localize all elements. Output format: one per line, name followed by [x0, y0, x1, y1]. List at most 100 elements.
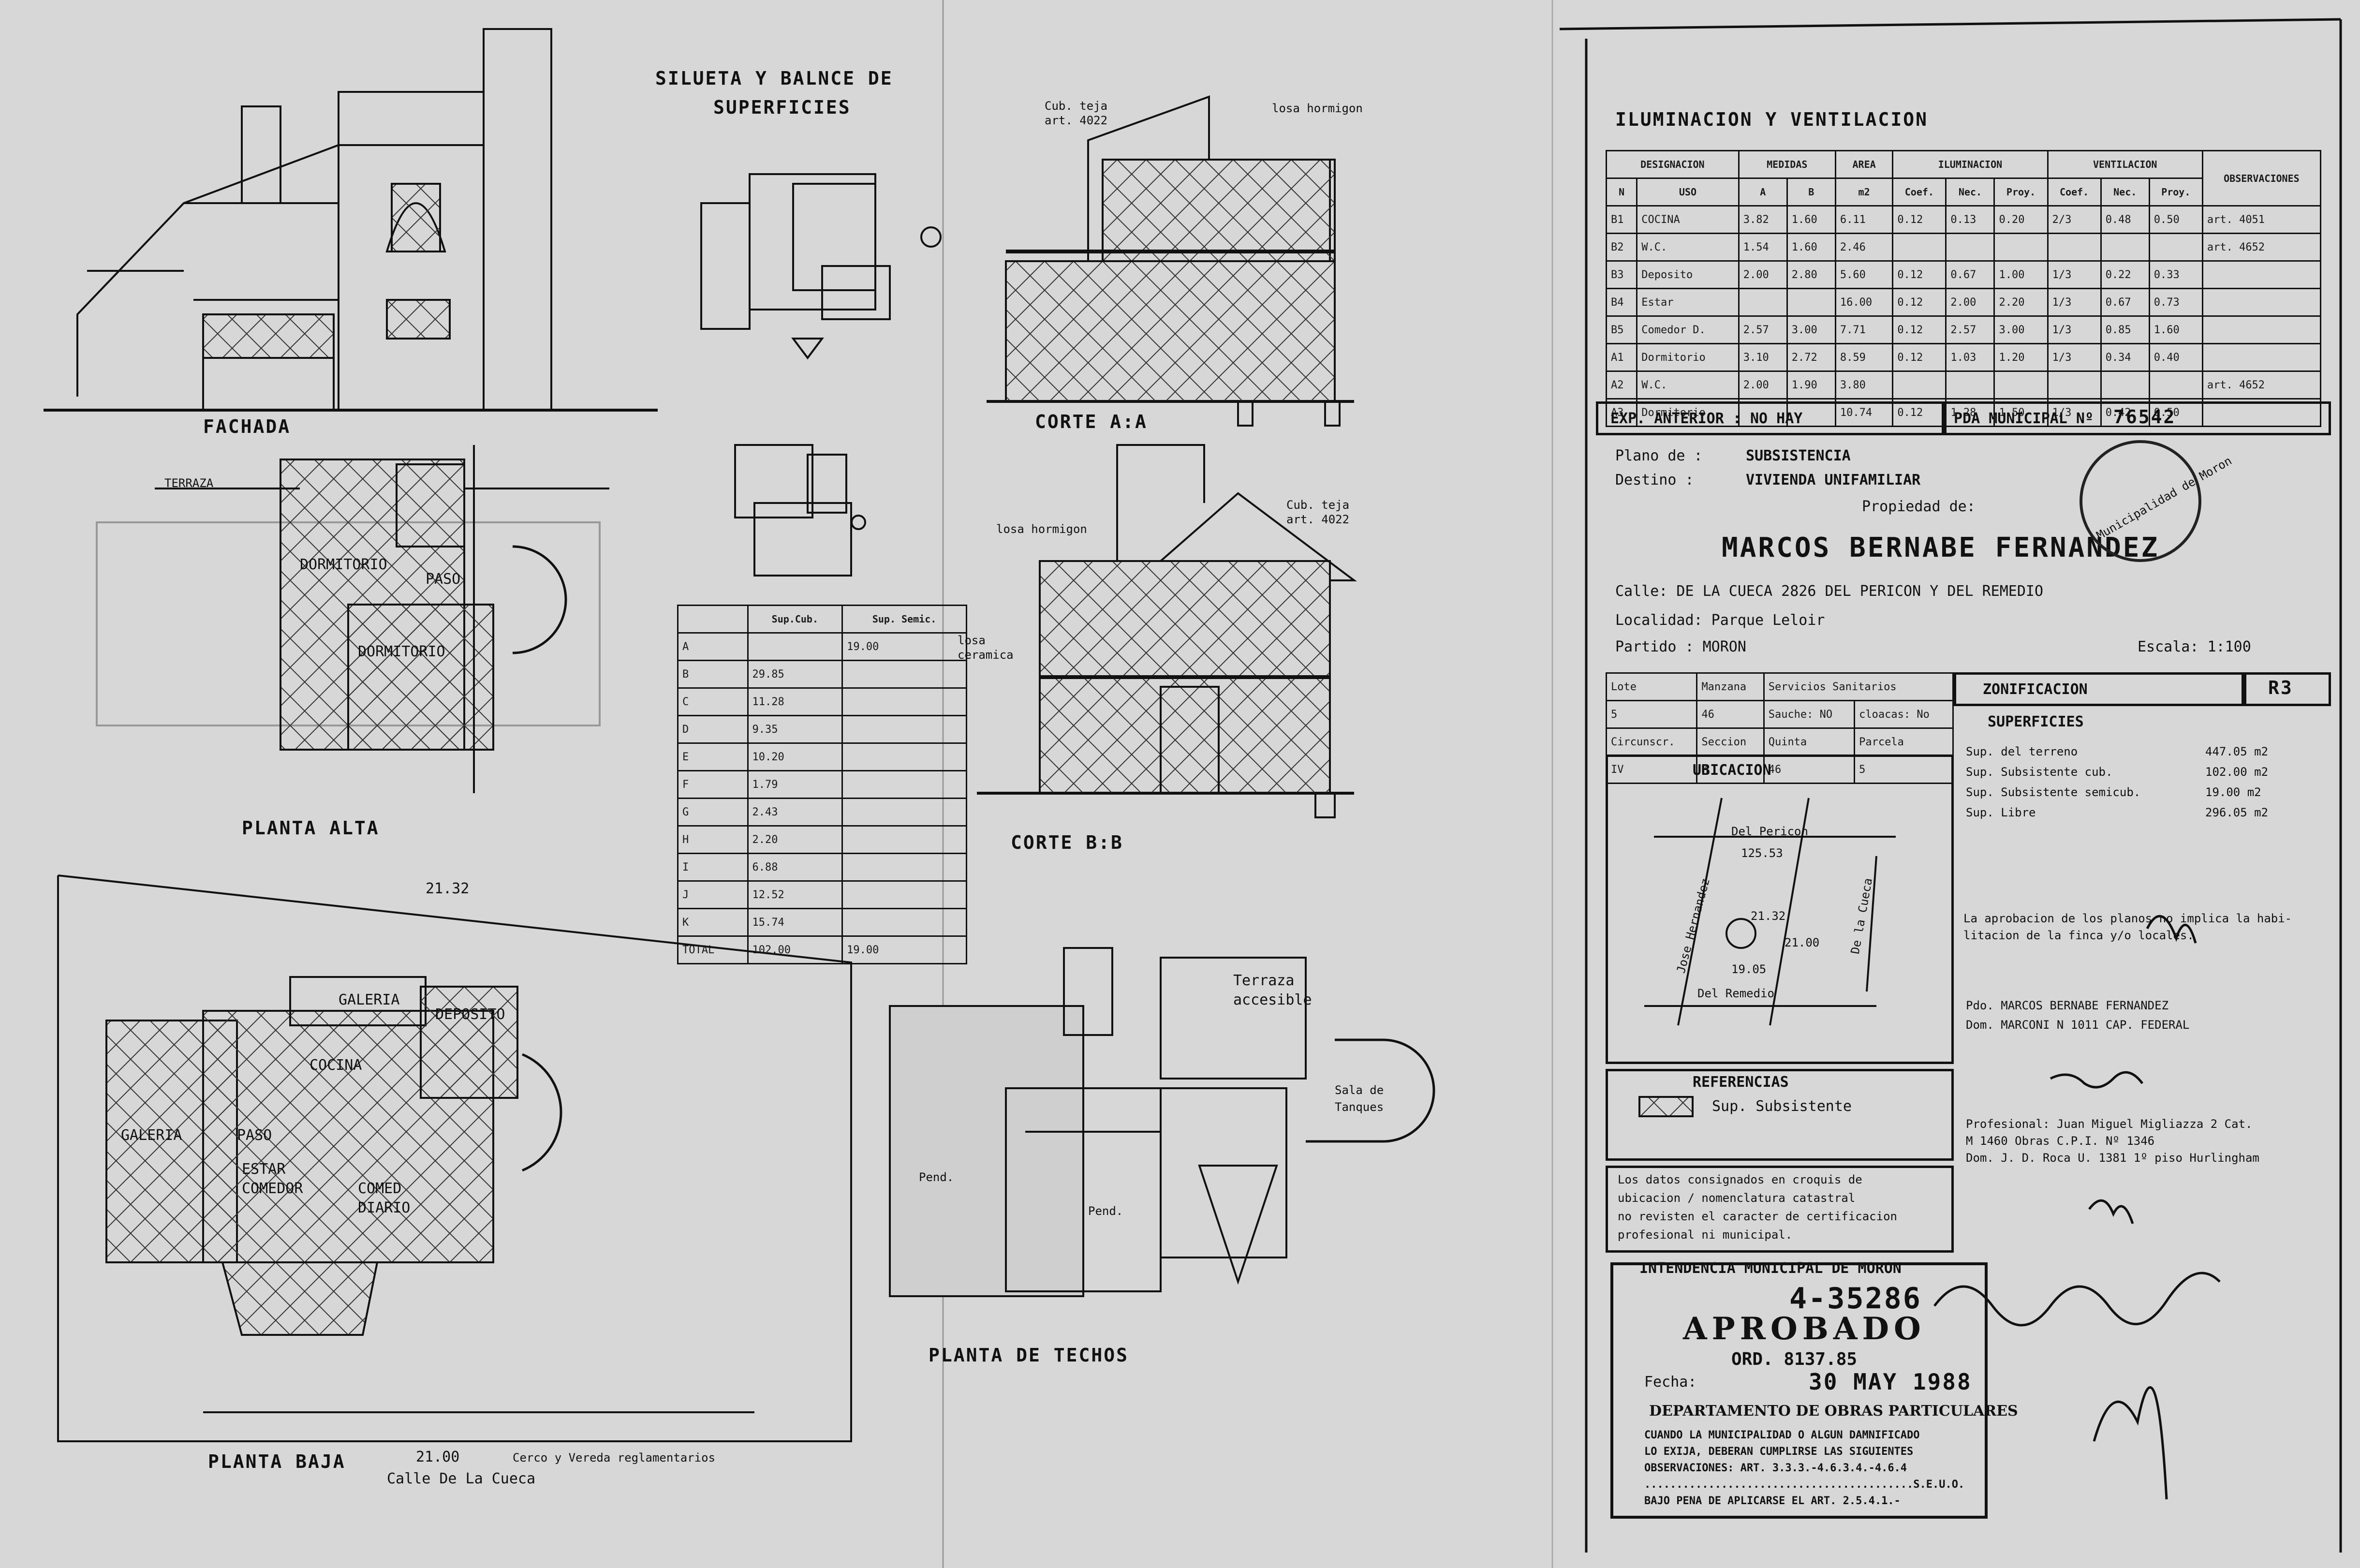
ilum-cell: 0.12: [1892, 315, 1947, 344]
ilum-cell: 2.46: [1834, 233, 1894, 262]
balance-cell: TOTAL: [677, 935, 749, 964]
nomen-cell: Sauche: NO: [1763, 700, 1856, 729]
propietario-domicilio: Dom. MARCONI N 1011 CAP. FEDERAL: [1966, 1018, 2190, 1032]
balance-cell: C: [677, 687, 749, 716]
ilum-cell: 2.00: [1738, 260, 1788, 289]
balance-cell: J: [677, 880, 749, 909]
balance-row: A 19.00: [677, 632, 967, 661]
ilum-group-header: DESIGNACION: [1606, 150, 1740, 179]
dim-2100: 21.00: [1785, 936, 1820, 949]
cub-teja-aa-2: art. 4022: [1045, 114, 1108, 127]
datos-note-line: Los datos consignados en croquis de: [1618, 1173, 1862, 1186]
balance-cell: [841, 660, 967, 689]
ilum-cell: Estar: [1636, 288, 1740, 317]
partido: Partido : MORON: [1615, 638, 1746, 655]
sala-tanques-1: Sala de: [1335, 1083, 1384, 1097]
ilum-cell: [1738, 288, 1788, 317]
ilum-cell: [2201, 343, 2322, 372]
balance-cell: [841, 715, 967, 744]
ilum-cell: Dormitorio: [1636, 398, 1740, 427]
ilum-cell: 1.54: [1738, 233, 1788, 262]
corte-aa-label: CORTE A:A: [1035, 411, 1148, 432]
balance-cell: 19.00: [841, 935, 967, 964]
nomen-cell: cloacas: No: [1854, 700, 1954, 729]
ilum-cell: art. 4051: [2201, 205, 2322, 234]
datos-note-line: no revisten el caracter de certificacion: [1618, 1210, 1897, 1223]
nomen-cell: Lote: [1605, 672, 1698, 701]
ilum-sub-header: USO: [1636, 178, 1740, 207]
ilum-group-header: AREA: [1834, 150, 1894, 179]
ilum-cell: 1.00: [1993, 260, 2049, 289]
ubicacion-box: [1606, 754, 1954, 1064]
ilum-cell: 1.20: [1993, 343, 2049, 372]
ilum-sub-header: Coef.: [2047, 178, 2102, 207]
nomen-cell: 46: [1696, 700, 1765, 729]
ilum-cell: 2.80: [1786, 260, 1836, 289]
balance-cell: 10.20: [747, 742, 843, 771]
aprobado-texto-line: LO EXIJA, DEBERAN CUMPLIRSE LAS SIGUIENT…: [1644, 1446, 1914, 1458]
zonificacion-value-box: [2244, 672, 2331, 706]
ilum-cell: 0.50: [2148, 205, 2203, 234]
nomen-cell: Quinta: [1763, 727, 1856, 756]
destino-label: Destino :: [1615, 472, 1694, 488]
referencias-title: REFERENCIAS: [1693, 1074, 1789, 1091]
dim-1905: 19.05: [1731, 962, 1767, 976]
balance-cell: [841, 825, 967, 854]
datos-note-line: profesional ni municipal.: [1618, 1228, 1793, 1242]
superficie-value: 102.00 m2: [2205, 765, 2269, 779]
escala: Escala: 1:100: [2138, 638, 2251, 655]
ilum-cell: [1892, 233, 1947, 262]
cerco-label: Cerco y Vereda reglamentarios: [513, 1451, 716, 1464]
exp-anterior: EXP. ANTERIOR : NO HAY: [1610, 410, 1803, 427]
balance-cell: B: [677, 660, 749, 689]
room-paso-baja: PASO: [237, 1127, 272, 1144]
ilum-group-header: ILUMINACION: [1892, 150, 2049, 179]
calle-label: Calle De La Cueca: [387, 1470, 536, 1487]
plano-de: SUBSISTENCIA: [1746, 447, 1851, 464]
ilum-cell: 0.73: [2148, 288, 2203, 317]
silueta-top: [700, 173, 942, 360]
referencias-box: [1606, 1069, 1954, 1161]
ilum-sub-header: Proy.: [1993, 178, 2049, 207]
corte-bb-label: CORTE B:B: [1011, 832, 1123, 853]
balance-cell: G: [677, 798, 749, 827]
ilum-cell: 3.80: [1834, 370, 1894, 399]
aprobado-texto-line: BAJO PENA DE APLICARSE EL ART. 2.5.4.1.-: [1644, 1495, 1901, 1507]
nomen-cell: Manzana: [1696, 672, 1765, 701]
balance-cell: 2.43: [747, 798, 843, 827]
nomen-cell: Circunscr.: [1605, 727, 1698, 756]
superficie-label: Sup. Subsistente semicub.: [1966, 785, 2141, 799]
planta-techos-drawing: [889, 947, 1435, 1297]
sala-tanques-2: Tanques: [1335, 1100, 1384, 1114]
fachada-label: FACHADA: [203, 416, 291, 437]
zonificacion-value: R3: [2268, 677, 2293, 698]
nomen-cell: Servicios Sanitarios: [1763, 672, 1954, 701]
balance-header: [677, 605, 749, 634]
ilum-cell: A1: [1605, 343, 1638, 372]
ilum-cell: W.C.: [1636, 233, 1740, 262]
ilum-sub-header: Coef.: [1892, 178, 1947, 207]
ilum-cell: 0.34: [2100, 343, 2150, 372]
fachada-drawing: [44, 28, 658, 412]
balance-cell: 19.00: [841, 632, 967, 661]
ilum-cell: Comedor D.: [1636, 315, 1740, 344]
ilum-cell: 0.33: [2148, 260, 2203, 289]
silueta-bottom: [734, 444, 866, 577]
balance-cell: A: [677, 632, 749, 661]
cub-teja-bb-1: Cub. teja: [1286, 498, 1350, 512]
ilum-cell: 2.00: [1738, 370, 1788, 399]
ilum-group-header: VENTILACION: [2047, 150, 2203, 179]
balance-cell: 6.88: [747, 853, 843, 882]
ilum-cell: 2.20: [1993, 288, 2049, 317]
balance-cell: [841, 853, 967, 882]
balance-cell: [747, 632, 843, 661]
localidad: Localidad: Parque Leloir: [1615, 612, 1825, 629]
nomen-cell: IV: [1605, 755, 1698, 784]
